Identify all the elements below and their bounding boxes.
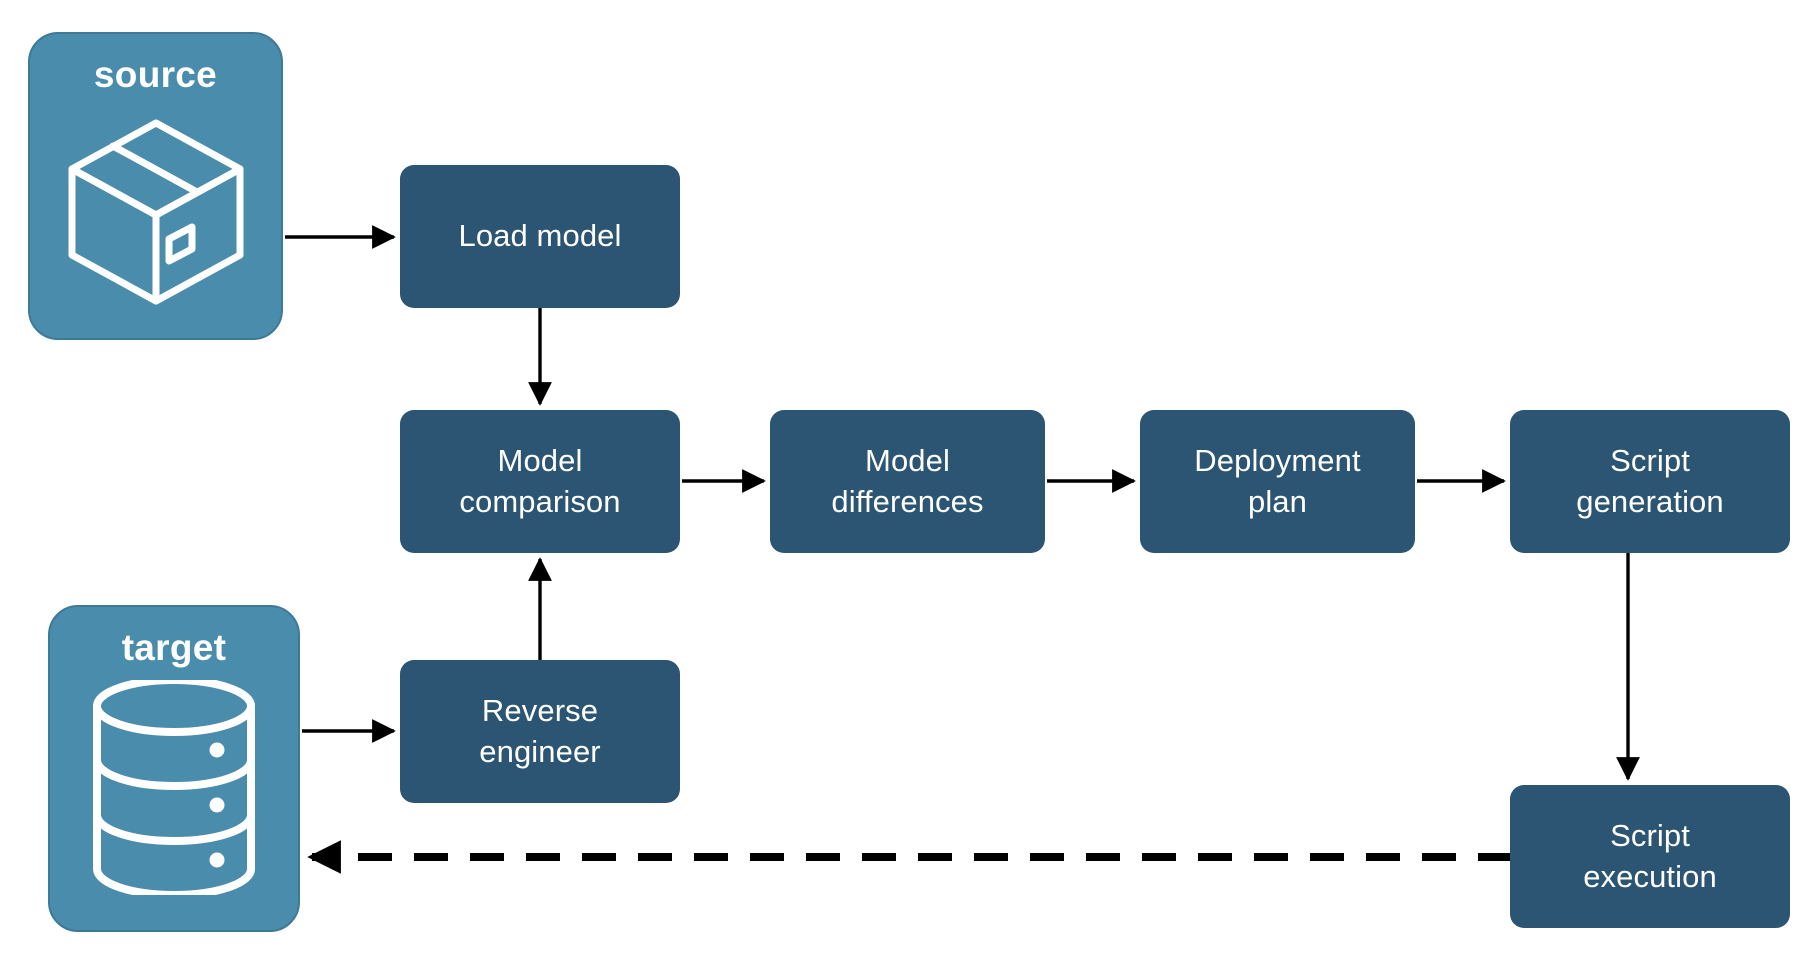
node-target-label: target	[121, 627, 227, 668]
node-script-execution[interactable]: Script execution	[1510, 785, 1790, 928]
node-target[interactable]: target	[48, 605, 300, 932]
node-source-label: source	[93, 54, 218, 95]
node-script-execution-label: Script execution	[1583, 818, 1717, 894]
node-model-comparison-label: Model comparison	[459, 443, 621, 519]
node-reverse-engineer-label: Reverse engineer	[479, 693, 601, 769]
node-model-differences[interactable]: Model differences	[770, 410, 1045, 553]
node-model-differences-label: Model differences	[831, 443, 984, 519]
package-box-icon	[56, 107, 256, 312]
node-load-model[interactable]: Load model	[400, 165, 680, 308]
node-model-comparison[interactable]: Model comparison	[400, 410, 680, 553]
node-source[interactable]: source	[28, 32, 283, 340]
node-deployment-plan-label: Deployment plan	[1194, 443, 1361, 519]
node-script-generation[interactable]: Script generation	[1510, 410, 1790, 553]
node-deployment-plan[interactable]: Deployment plan	[1140, 410, 1415, 553]
node-script-generation-label: Script generation	[1576, 443, 1724, 519]
node-reverse-engineer[interactable]: Reverse engineer	[400, 660, 680, 803]
database-cylinder-icon	[89, 676, 259, 900]
node-load-model-label: Load model	[458, 218, 622, 254]
